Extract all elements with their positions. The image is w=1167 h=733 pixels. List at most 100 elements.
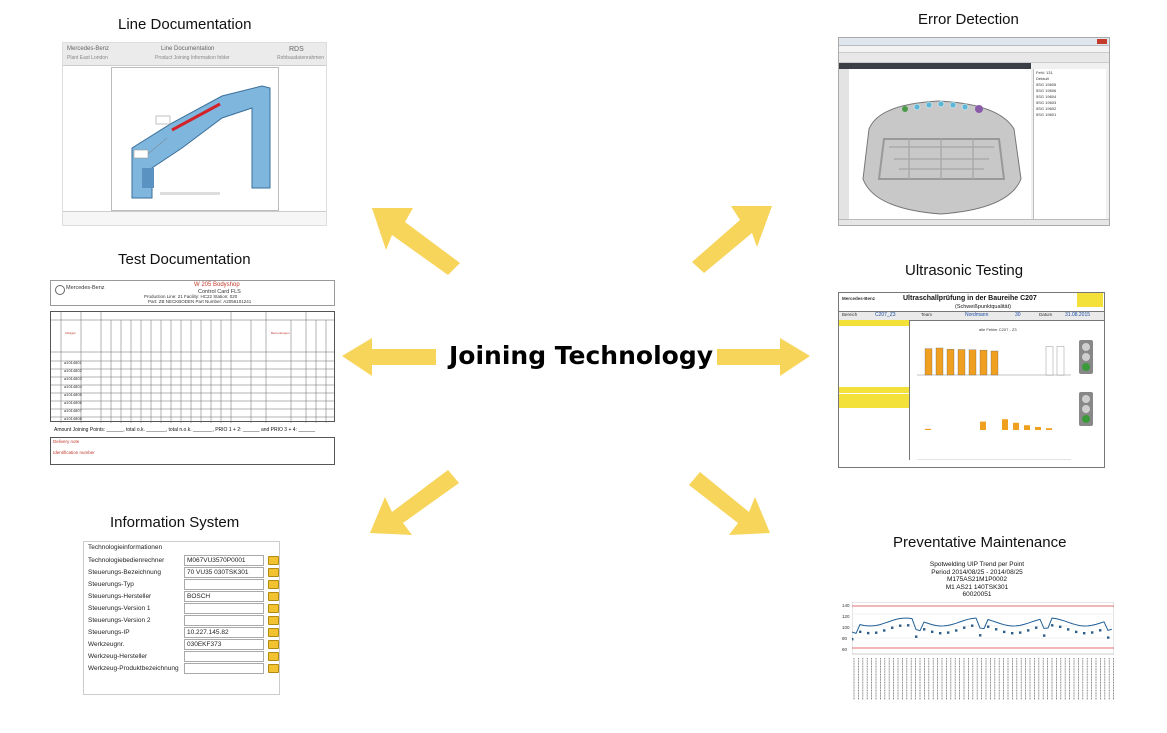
ultrasonic-info-row <box>839 311 1104 321</box>
trend-point <box>923 628 926 631</box>
folder-icon[interactable] <box>268 664 279 673</box>
ultrasonic-brand: Mercedes-Benz <box>842 296 876 301</box>
info-system-title: Information System <box>110 514 240 531</box>
error-side-item[interactable]: 5SG 19604 <box>1036 94 1057 99</box>
test-doc-ident: Identification number <box>53 450 95 455</box>
test-doc-table: Ablagen Bemerkungen <box>50 311 335 423</box>
chart1-bar <box>957 349 966 376</box>
y-tick: 100 <box>842 625 850 630</box>
maintenance-line: 60020051 <box>962 591 992 598</box>
trend-point <box>875 631 878 634</box>
folder-icon[interactable] <box>268 652 279 661</box>
folder-icon[interactable] <box>268 568 279 577</box>
ultrasonic-date-value: 31.08.2015 <box>1065 312 1091 318</box>
info-row-value[interactable] <box>184 603 264 614</box>
chart1-bar <box>968 349 977 376</box>
info-row-value[interactable] <box>184 615 264 626</box>
test-doc-title: Test Documentation <box>118 251 251 268</box>
error-side-item[interactable]: 5SG 19606 <box>1036 88 1057 93</box>
folder-icon[interactable] <box>268 604 279 613</box>
svg-text:Bemerkungen: Bemerkungen <box>271 331 290 335</box>
line-doc-subheading: Product Joining Information folder <box>155 55 230 61</box>
maintenance-title: Preventative Maintenance <box>893 534 1067 551</box>
trend-point <box>859 630 862 633</box>
folder-icon[interactable] <box>268 628 279 637</box>
info-row-value[interactable]: 030EKF373 <box>184 639 264 650</box>
chart2-bar <box>980 421 986 430</box>
trend-point <box>1019 631 1022 634</box>
error-detection-thumbnail: Fehl: 131 Default 5SG 19605 5SG 19606 5S… <box>838 37 1110 226</box>
error-side-item[interactable]: Default <box>1036 76 1049 81</box>
ultrasonic-team-value: Nordmann <box>965 312 989 318</box>
mercedes-star-icon <box>55 285 65 295</box>
info-system-header: Technologieinformationen <box>88 544 163 551</box>
test-doc-grid: Ablagen Bemerkungen <box>51 312 335 423</box>
traffic-light-red <box>1082 343 1090 351</box>
info-row-value[interactable] <box>184 651 264 662</box>
ultrasonic-team-label: Team <box>921 312 933 317</box>
line-doc-thumbnail: Mercedes-Benz Plant East London Line Doc… <box>62 42 327 226</box>
trend-point <box>899 624 902 627</box>
trend-point <box>1067 628 1070 631</box>
chart2-bar <box>925 428 931 430</box>
test-doc-delivery-box <box>50 437 335 465</box>
info-row-value[interactable] <box>184 579 264 590</box>
trend-point <box>1059 625 1062 628</box>
info-row-value[interactable]: BOSCH <box>184 591 264 602</box>
trend-point <box>995 628 998 631</box>
trend-point <box>1003 630 1006 634</box>
ultrasonic-title: Ultrasonic Testing <box>905 262 1024 279</box>
info-row-label: Steuerungs-IP <box>88 629 130 636</box>
error-side-item[interactable]: 5SG 19603 <box>1036 100 1057 105</box>
test-doc-heading: W 205 Bodyshop <box>194 282 240 288</box>
info-row-value[interactable]: 70 VU35 030TSK301 <box>184 567 264 578</box>
y-tick: 60 <box>842 647 848 652</box>
folder-icon[interactable] <box>268 592 279 601</box>
chart2-bar <box>1002 419 1008 430</box>
info-row-label: Steuerungs-Version 1 <box>88 605 151 612</box>
trend-point <box>891 626 894 629</box>
info-row-value[interactable]: M067VU3570P0001 <box>184 555 264 566</box>
line-doc-title: Line Documentation <box>118 16 252 33</box>
center-title: Joining Technology <box>448 341 714 370</box>
folder-icon[interactable] <box>268 640 279 649</box>
error-side-item[interactable]: Fehl: 131 <box>1036 70 1053 75</box>
folder-icon[interactable] <box>268 556 279 565</box>
trend-point <box>947 631 950 634</box>
error-side-item[interactable]: 5SG 19602 <box>1036 106 1057 111</box>
maintenance-trend-chart <box>852 602 1114 700</box>
test-doc-row-0: a1014801 <box>64 360 82 365</box>
trend-point <box>867 631 870 635</box>
error-side-item[interactable]: 5SG 19601 <box>1036 112 1057 117</box>
error-side-item[interactable]: 5SG 19605 <box>1036 82 1057 87</box>
arrow-down-left <box>370 470 459 535</box>
chart1-bar <box>1045 346 1054 376</box>
ultrasonic-date-label: Datum <box>1039 312 1053 317</box>
test-doc-brand: Mercedes-Benz <box>66 285 105 291</box>
viewport-3d[interactable] <box>849 69 1031 219</box>
info-row-value[interactable]: 10.227.145.82 <box>184 627 264 638</box>
trend-point <box>915 635 918 638</box>
info-row-label: Werkzeugnr. <box>88 641 125 648</box>
chart1-bar <box>946 349 955 376</box>
traffic-light-yellow <box>1082 353 1090 361</box>
test-doc-row-7: a1014808 <box>64 416 82 421</box>
traffic-light-red <box>1082 395 1090 403</box>
maintenance-line: M1 AS21 140TSK301 <box>945 583 1009 591</box>
chart2-bar <box>1046 428 1052 430</box>
chart1-bar <box>1056 346 1065 376</box>
folder-icon[interactable] <box>268 580 279 589</box>
info-row-label: Steuerungs-Typ <box>88 581 134 588</box>
close-icon[interactable] <box>1097 39 1107 44</box>
maintenance-line: Period 2014/08/25 - 2014/08/25 <box>931 568 1023 576</box>
test-doc-thumbnail: Mercedes-Benz W 205 Bodyshop Control Car… <box>50 280 335 465</box>
folder-icon[interactable] <box>268 616 279 625</box>
info-row-label: Werkzeug-Hersteller <box>88 653 148 660</box>
chart1-bars <box>924 346 1065 376</box>
error-side-panel <box>1033 69 1106 219</box>
y-tick: 120 <box>842 614 850 619</box>
info-row-value[interactable] <box>184 663 264 674</box>
test-doc-row-6: a1014807 <box>64 408 82 413</box>
chart2-bar <box>1035 427 1041 430</box>
trend-point <box>931 630 934 633</box>
